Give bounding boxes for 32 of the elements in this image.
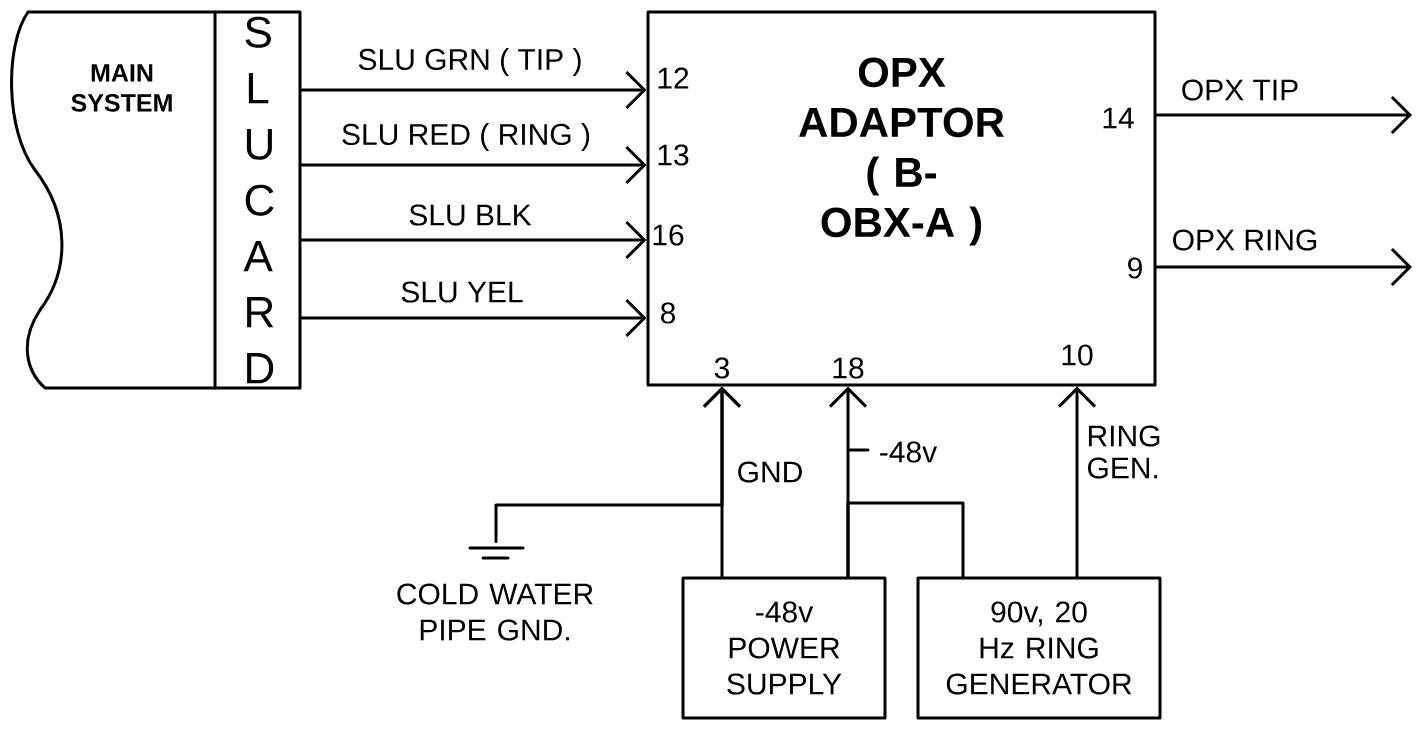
- pin-number: 10: [1062, 344, 1093, 366]
- arrow: [300, 298, 647, 338]
- edge-label: SLU GRN ( TIP ): [355, 46, 585, 78]
- ring-generator-box: 90v, 20 Hz RING GENERATOR: [916, 576, 1162, 720]
- arrow: [1155, 247, 1412, 287]
- edge-label: GND: [734, 459, 806, 485]
- edge-label: OPX RING: [1169, 227, 1321, 253]
- pin-number: 3: [714, 357, 730, 379]
- pin-number: 8: [661, 302, 676, 324]
- pin-number: 13: [658, 144, 689, 166]
- edge-label: SLU YEL: [398, 279, 526, 305]
- arrow: [1155, 95, 1412, 135]
- tick-label: -48v: [848, 439, 940, 465]
- pin-number: 16: [653, 224, 684, 246]
- arrow: [300, 220, 647, 260]
- power-supply-box: -48v POWER SUPPLY: [681, 576, 887, 720]
- edge-label: SLU BLK: [406, 202, 534, 228]
- ground-symbol: [468, 546, 525, 560]
- arrow: [300, 145, 647, 185]
- arrow: [300, 70, 647, 110]
- pin-number: 14: [1103, 107, 1134, 129]
- edge-label: RING GEN.: [1084, 423, 1169, 481]
- caption-text: COLD WATER PIPE GND.: [397, 583, 593, 641]
- arrow: [1057, 386, 1097, 578]
- edge-label: OPX TIP: [1178, 77, 1302, 103]
- pin-number: 9: [1128, 257, 1142, 279]
- edge-label: SLU RED ( RING ): [339, 121, 593, 153]
- main-system-drawing: MAIN SYSTEM: [10, 10, 217, 390]
- arrow: [494, 386, 742, 543]
- pin-number: 18: [833, 357, 864, 379]
- card-box: SLU CARD: [213, 10, 302, 390]
- pin-number: 12: [658, 67, 689, 89]
